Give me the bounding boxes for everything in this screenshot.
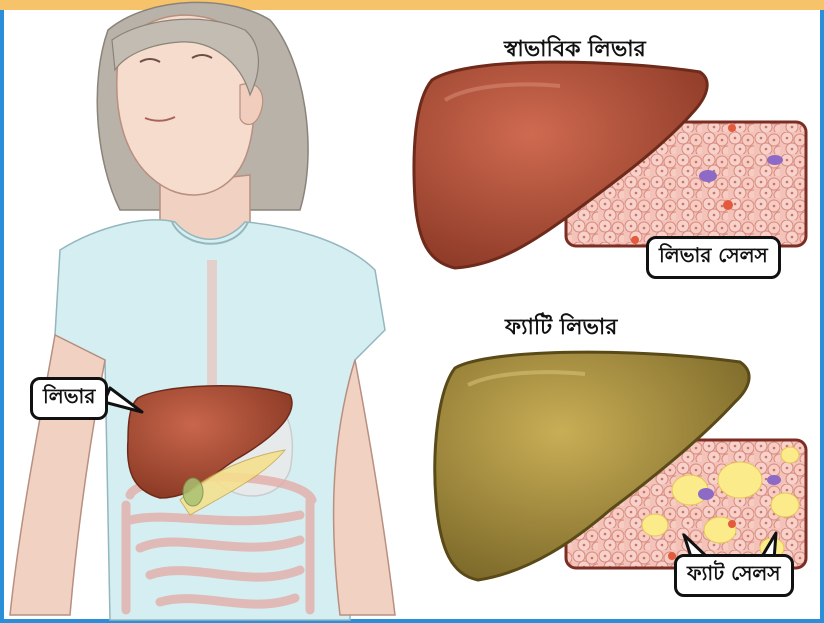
liver-cells-callout: লিভার সেলস bbox=[646, 236, 781, 279]
fat-cells-callout: ফ্যাট সেলস bbox=[674, 554, 794, 597]
person-figure bbox=[10, 2, 395, 620]
fatty-liver-title: ফ্যাটি লিভার bbox=[505, 310, 617, 347]
liver-callout: লিভার bbox=[30, 377, 108, 420]
normal-liver-title: স্বাভাবিক লিভার bbox=[504, 32, 646, 69]
